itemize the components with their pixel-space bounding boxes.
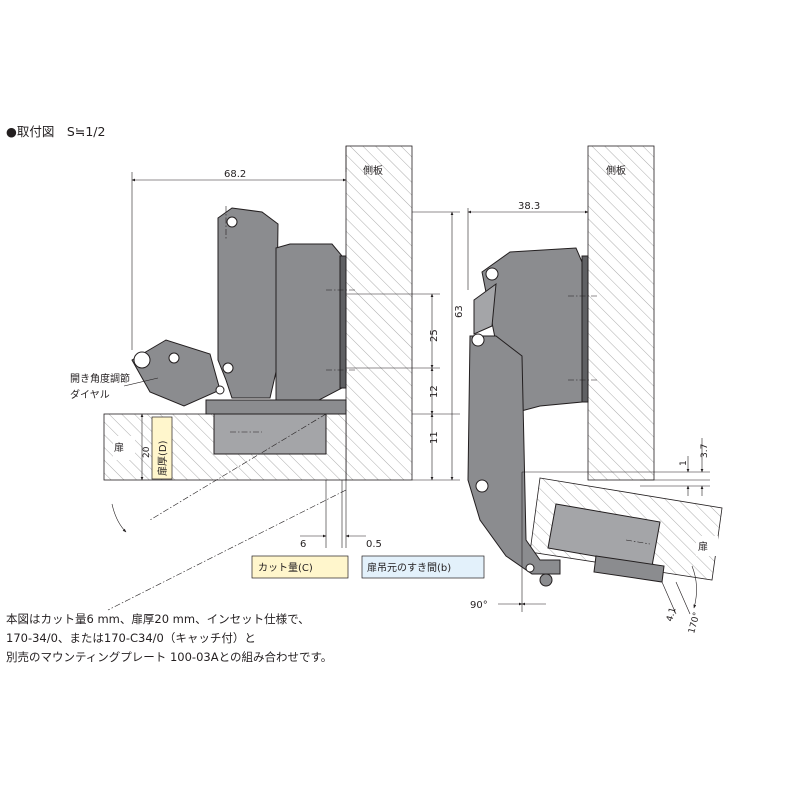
door-left-label: 扉 xyxy=(114,441,124,454)
door-gap-box xyxy=(361,555,485,579)
dim-height-63: 63 xyxy=(454,305,465,318)
dial-label-1: 開き角度調節 xyxy=(70,372,130,385)
dim-height-25: 25 xyxy=(429,329,440,342)
door-right-label: 扉 xyxy=(698,540,708,553)
pivot-pin-icon xyxy=(525,563,535,573)
side-panel-right xyxy=(587,145,655,481)
installation-notes: 本図はカット量6 mm、扉厚20 mm、インセット仕様で、 170-34/0、ま… xyxy=(6,610,526,667)
hinge-base xyxy=(275,243,343,411)
pivot-pin-icon xyxy=(475,479,489,493)
pivot-pin-icon xyxy=(222,362,234,374)
hinge-arm xyxy=(217,207,279,399)
dim-cut-6: 6 xyxy=(300,539,306,550)
door-thickness-box xyxy=(151,416,173,480)
right-view: 側板 扉 38.3 1 3.7 xyxy=(467,145,723,635)
diagram-title: ●取付図 S≒1/2 xyxy=(6,124,105,139)
note-line: 別売のマウンティングプレート 100-03Aとの組み合わせです。 xyxy=(6,650,333,664)
dim-height-11: 11 xyxy=(429,431,440,444)
note-line: 本図はカット量6 mm、扉厚20 mm、インセット仕様で、 xyxy=(6,612,310,626)
dim-1: 1 xyxy=(679,460,689,466)
note-line: 170-34/0、または170-C34/0（キャッチ付）と xyxy=(6,631,256,645)
pivot-pin-icon xyxy=(485,267,499,281)
dim-height-12: 12 xyxy=(429,385,440,398)
pivot-pin-icon xyxy=(133,351,151,369)
door-thickness-label: 扉厚(D) xyxy=(156,440,169,476)
dim-3-7: 3.7 xyxy=(700,444,710,458)
cut-amount-label: カット量(C) xyxy=(258,562,313,574)
angle-dial xyxy=(131,339,221,407)
door-gap-label: 扉吊元のすき間(b) xyxy=(367,561,451,574)
left-view: 側板 扉 扉厚(D) 20 68.2 xyxy=(70,145,465,611)
dim-door-20: 20 xyxy=(142,446,152,458)
cut-amount-box xyxy=(251,555,349,579)
pivot-pin-icon xyxy=(215,385,225,395)
side-panel-left xyxy=(345,145,413,481)
angle-170: 170° xyxy=(687,611,702,635)
mounting-plate-left xyxy=(339,255,347,389)
angle-90: 90° xyxy=(470,600,488,611)
side-panel-right-label: 側板 xyxy=(606,164,626,177)
pivot-pin-icon xyxy=(226,216,238,228)
dial-label-2: ダイヤル xyxy=(70,388,110,401)
dim-gap-05: 0.5 xyxy=(366,539,382,550)
dim-4-1: 4.1 xyxy=(665,606,678,622)
pivot-pin-icon xyxy=(168,352,180,364)
side-panel-left-label: 側板 xyxy=(363,164,383,177)
hinge-cup xyxy=(213,413,327,455)
pivot-pin-icon xyxy=(539,573,553,587)
mounting-plate-right xyxy=(581,255,589,403)
dim-width-left: 68.2 xyxy=(224,169,246,180)
hinge-arm-right xyxy=(467,335,561,575)
pivot-pin-icon xyxy=(471,333,485,347)
dim-width-right: 38.3 xyxy=(518,201,540,212)
